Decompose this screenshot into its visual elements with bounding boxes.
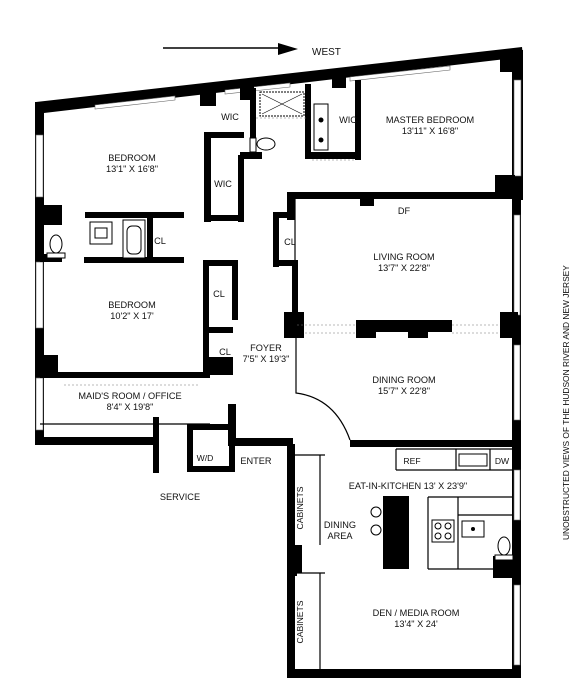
master-bedroom-name: MASTER BEDROOM (386, 115, 474, 125)
refrigerator-label: REF (403, 456, 420, 466)
fixtures (46, 91, 514, 561)
interior-walls (40, 58, 520, 578)
foyer-dims: 7'5" X 19'3" (243, 354, 290, 364)
maids-room-name: MAID'S ROOM / OFFICE (78, 391, 181, 401)
washer-dryer-label: W/D (197, 453, 214, 463)
stove-icon (431, 519, 455, 543)
master-bedroom-dims: 13'11" X 16'8" (402, 126, 458, 136)
wic-label: WIC (339, 115, 357, 125)
bedroom1-dims: 13'1" X 16'8" (106, 164, 158, 174)
kitchen-sink-icon (461, 520, 485, 538)
den-dims: 13'4" X 24' (394, 619, 438, 629)
closet-label: CL (154, 236, 166, 246)
toilet-icon (46, 234, 66, 259)
cabinets-label: CABINETS (295, 600, 305, 643)
closet-label: CL (213, 289, 225, 299)
interior-thin-lines (40, 198, 512, 669)
dashed-lines (64, 117, 500, 386)
toilet-icon (249, 137, 276, 153)
compass-label: WEST (312, 47, 341, 58)
dining-room-name: DINING ROOM (372, 375, 435, 385)
foyer-name: FOYER (250, 343, 282, 353)
views-note: UNOBSTRUCTED VIEWS OF THE HUDSON RIVER A… (561, 265, 571, 540)
room-labels: MASTER BEDROOM 13'11" X 16'8" BEDROOM 13… (78, 115, 474, 629)
dishwasher-label-df: DF (398, 206, 411, 216)
kitchen-name: EAT-IN-KITCHEN 13' X 23'9" (349, 481, 467, 491)
cabinets-label: CABINETS (295, 486, 305, 529)
den-name: DEN / MEDIA ROOM (373, 608, 460, 618)
maids-room-dims: 8'4" X 19'8" (107, 402, 154, 412)
dining-room-dims: 15'7" X 22'8" (378, 386, 430, 396)
bathtub-icon (122, 219, 146, 259)
service-label: SERVICE (160, 492, 200, 502)
bedroom2-name: BEDROOM (108, 300, 155, 310)
living-room-dims: 13'7" X 22'8" (378, 263, 430, 273)
sink-icon (89, 221, 113, 245)
bedroom2-dims: 10'2" X 17' (110, 311, 154, 321)
bedroom1-name: BEDROOM (108, 153, 155, 163)
toilet-icon (494, 536, 514, 561)
closet-label: CL (219, 347, 231, 357)
living-room-name: LIVING ROOM (373, 252, 434, 262)
dining-area-line2: AREA (327, 531, 353, 541)
windows (35, 65, 522, 666)
west-arrow-icon (163, 43, 298, 55)
dishwasher-label: DW (495, 456, 510, 466)
small-labels: WIC WIC WIC CL CL CL CL DF REF DW W/D EN… (154, 112, 510, 643)
dining-area-line1: DINING (324, 520, 356, 530)
wic-label: WIC (221, 112, 239, 122)
wic-label: WIC (214, 179, 232, 189)
enter-label: ENTER (240, 456, 272, 466)
closet-label: CL (284, 237, 296, 247)
